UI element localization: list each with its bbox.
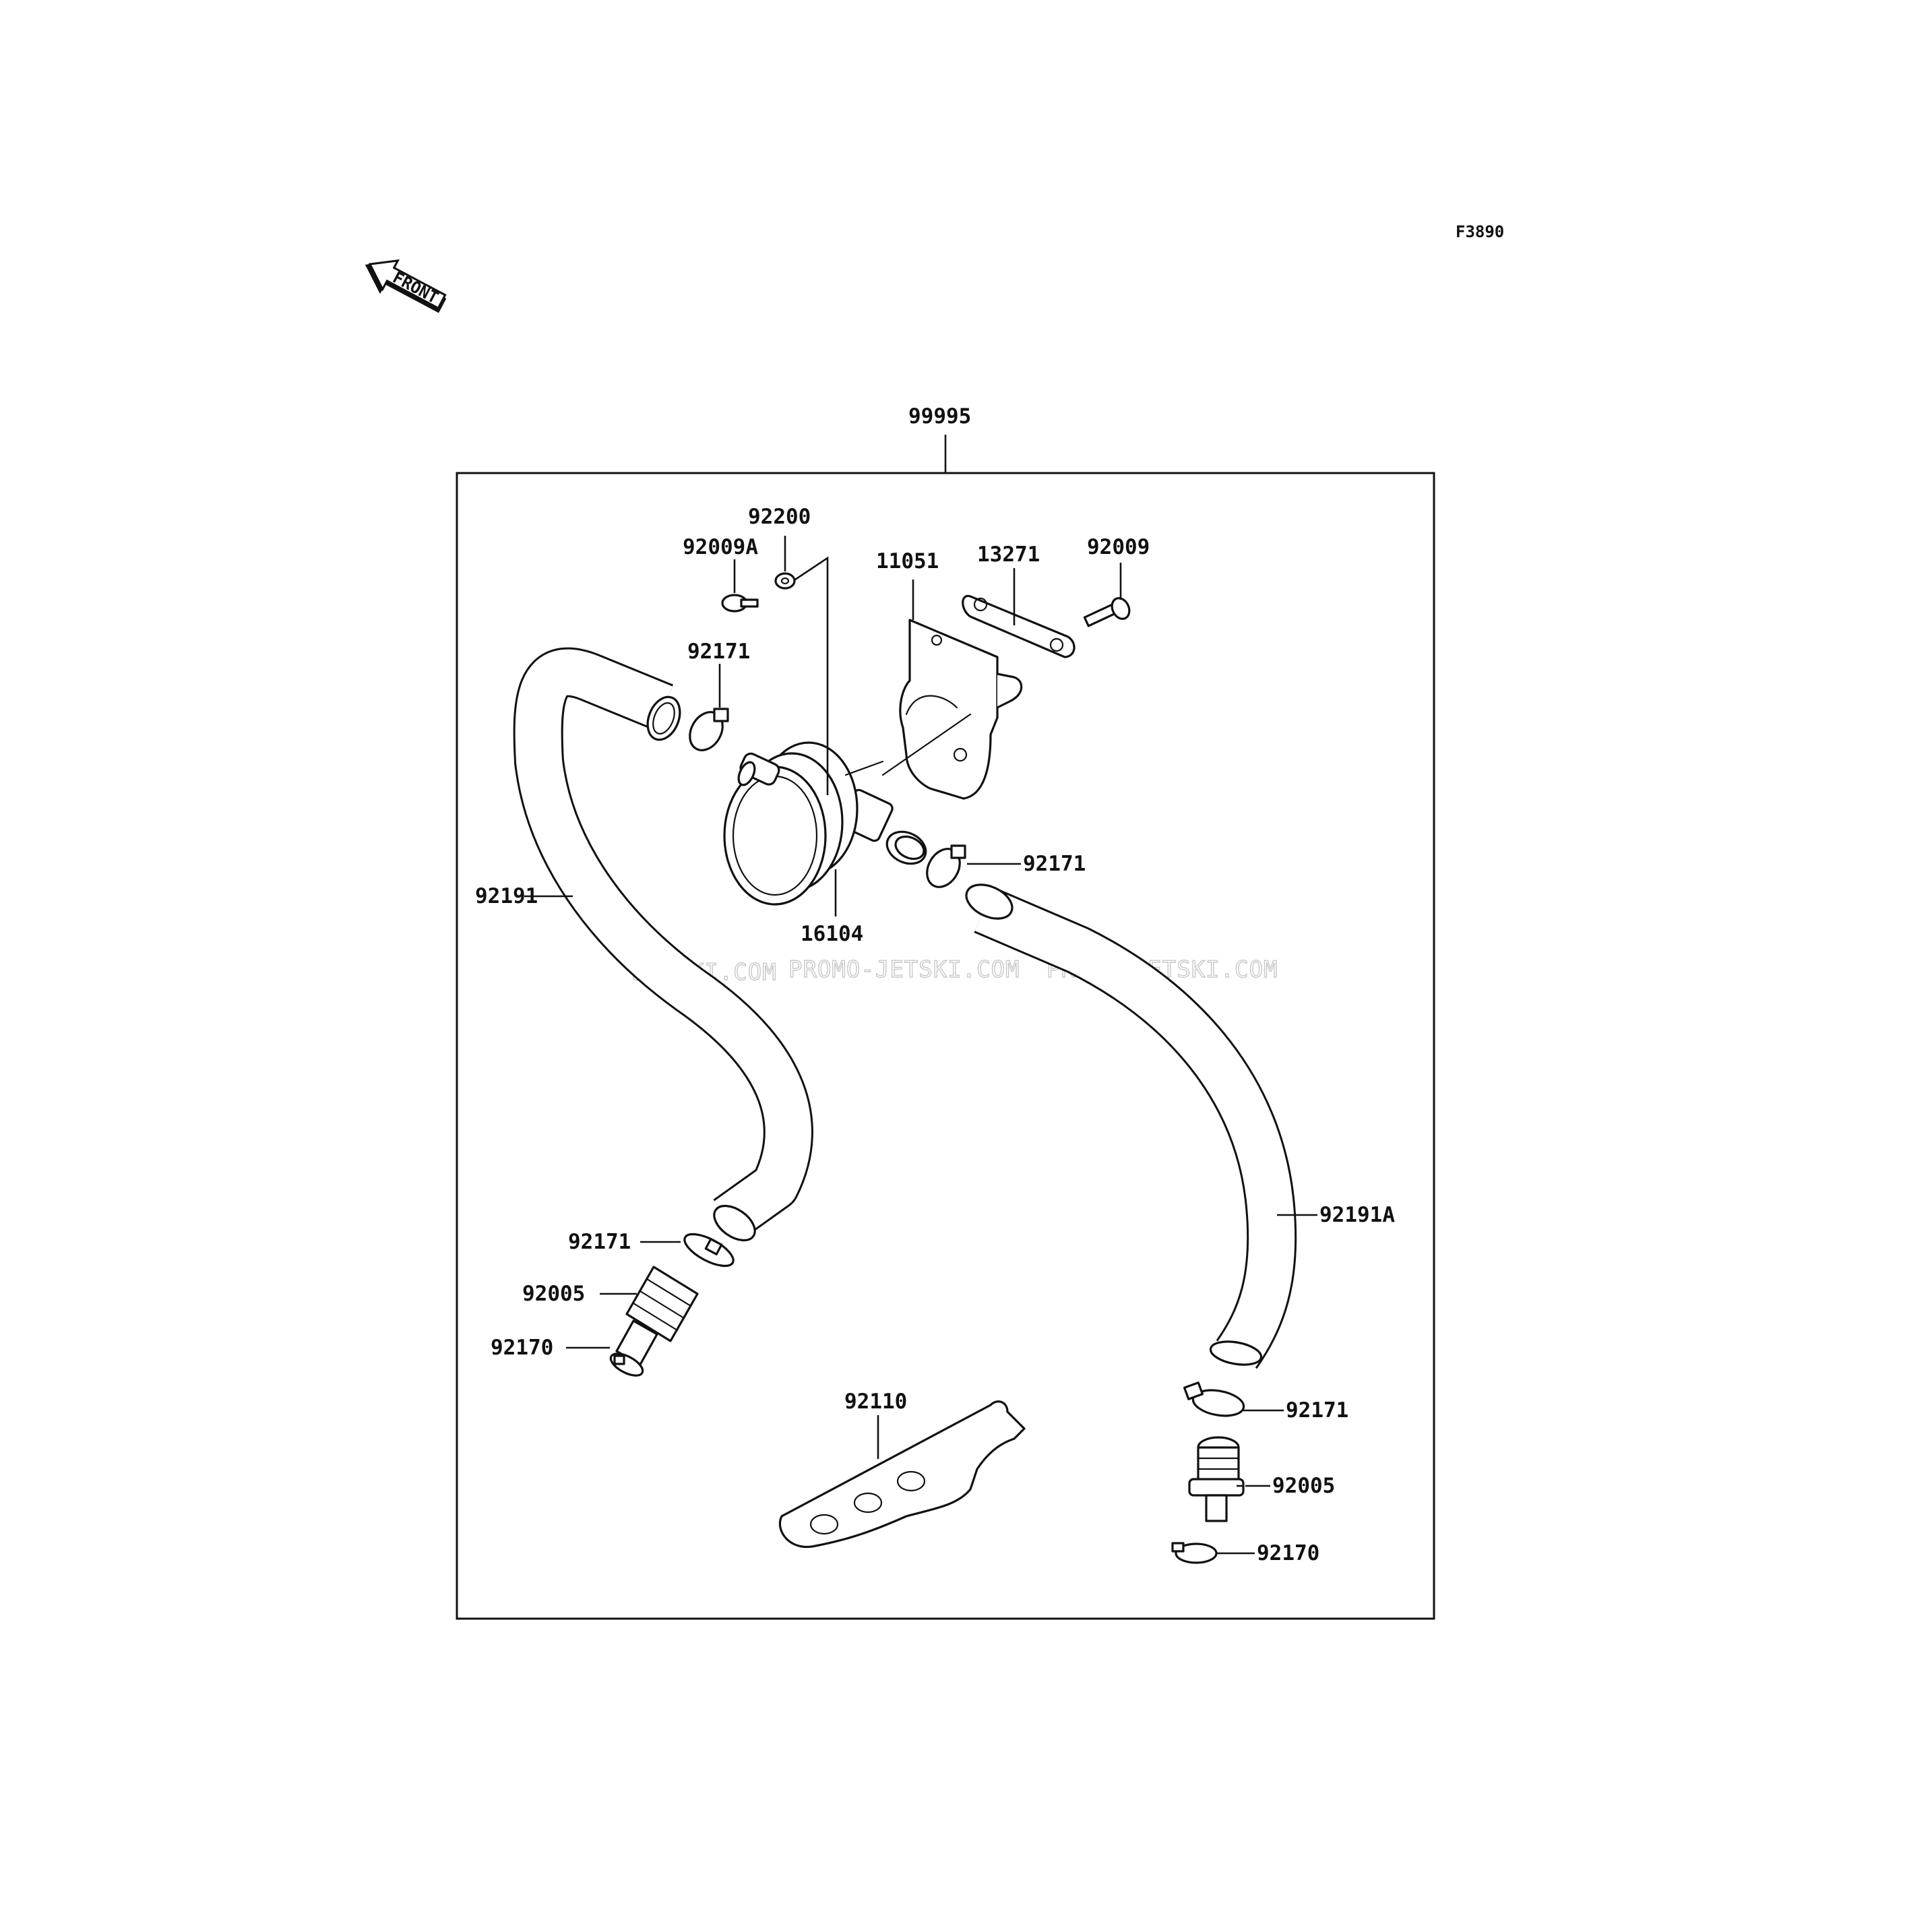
label-kit: 99995 xyxy=(908,404,971,429)
washer xyxy=(774,572,796,590)
bolt-a xyxy=(721,594,759,613)
hose-right xyxy=(965,883,1297,1369)
valve xyxy=(723,741,927,906)
label-clamp-small-left: 92170 xyxy=(491,1336,553,1360)
label-bolt-a: 92009A xyxy=(683,535,758,559)
holder xyxy=(778,1400,1026,1549)
label-clamp-bottom-right: 92171 xyxy=(1286,1398,1348,1423)
front-label: FRONT xyxy=(389,268,441,308)
label-clamp-top-left: 92171 xyxy=(687,640,750,664)
label-hose-left: 92191 xyxy=(475,884,538,908)
hose-left xyxy=(513,647,813,1242)
bracket xyxy=(881,619,1023,800)
label-fitting-right: 92005 xyxy=(1272,1474,1335,1498)
clamp-top-left xyxy=(689,708,729,751)
label-washer: 92200 xyxy=(748,505,811,529)
watermark: JETSKI.COM PROMO-JETSKI.COM PROMO-JETSKI… xyxy=(631,956,1278,986)
label-bolt: 92009 xyxy=(1087,535,1150,559)
plate xyxy=(962,594,1076,658)
label-valve: 16104 xyxy=(801,922,863,946)
label-clamp-top-right: 92171 xyxy=(1023,852,1086,876)
clamp-bottom-right xyxy=(1183,1381,1245,1417)
label-bracket: 11051 xyxy=(876,549,939,573)
leader-lines xyxy=(524,536,1317,1555)
clamp-small-right xyxy=(1171,1542,1218,1564)
label-fitting-left: 92005 xyxy=(522,1282,585,1306)
label-holder: 92110 xyxy=(844,1390,907,1414)
figure-code: F3890 xyxy=(1456,222,1504,241)
watermark-b: PROMO-JETSKI.COM xyxy=(788,956,1020,983)
fitting-right xyxy=(1188,1436,1245,1522)
label-clamp-small-right: 92170 xyxy=(1257,1541,1319,1565)
fitting-left xyxy=(615,1266,699,1366)
clamp-small-left xyxy=(609,1352,644,1377)
label-hose-right: 92191A xyxy=(1319,1203,1395,1227)
front-direction-arrow: FRONT xyxy=(365,259,447,313)
clamp-bottom-left xyxy=(683,1233,735,1268)
clamp-top-right xyxy=(926,844,966,888)
bolt xyxy=(1083,597,1131,627)
label-plate: 13271 xyxy=(977,542,1040,567)
label-clamp-bottom-left: 92171 xyxy=(568,1230,631,1254)
